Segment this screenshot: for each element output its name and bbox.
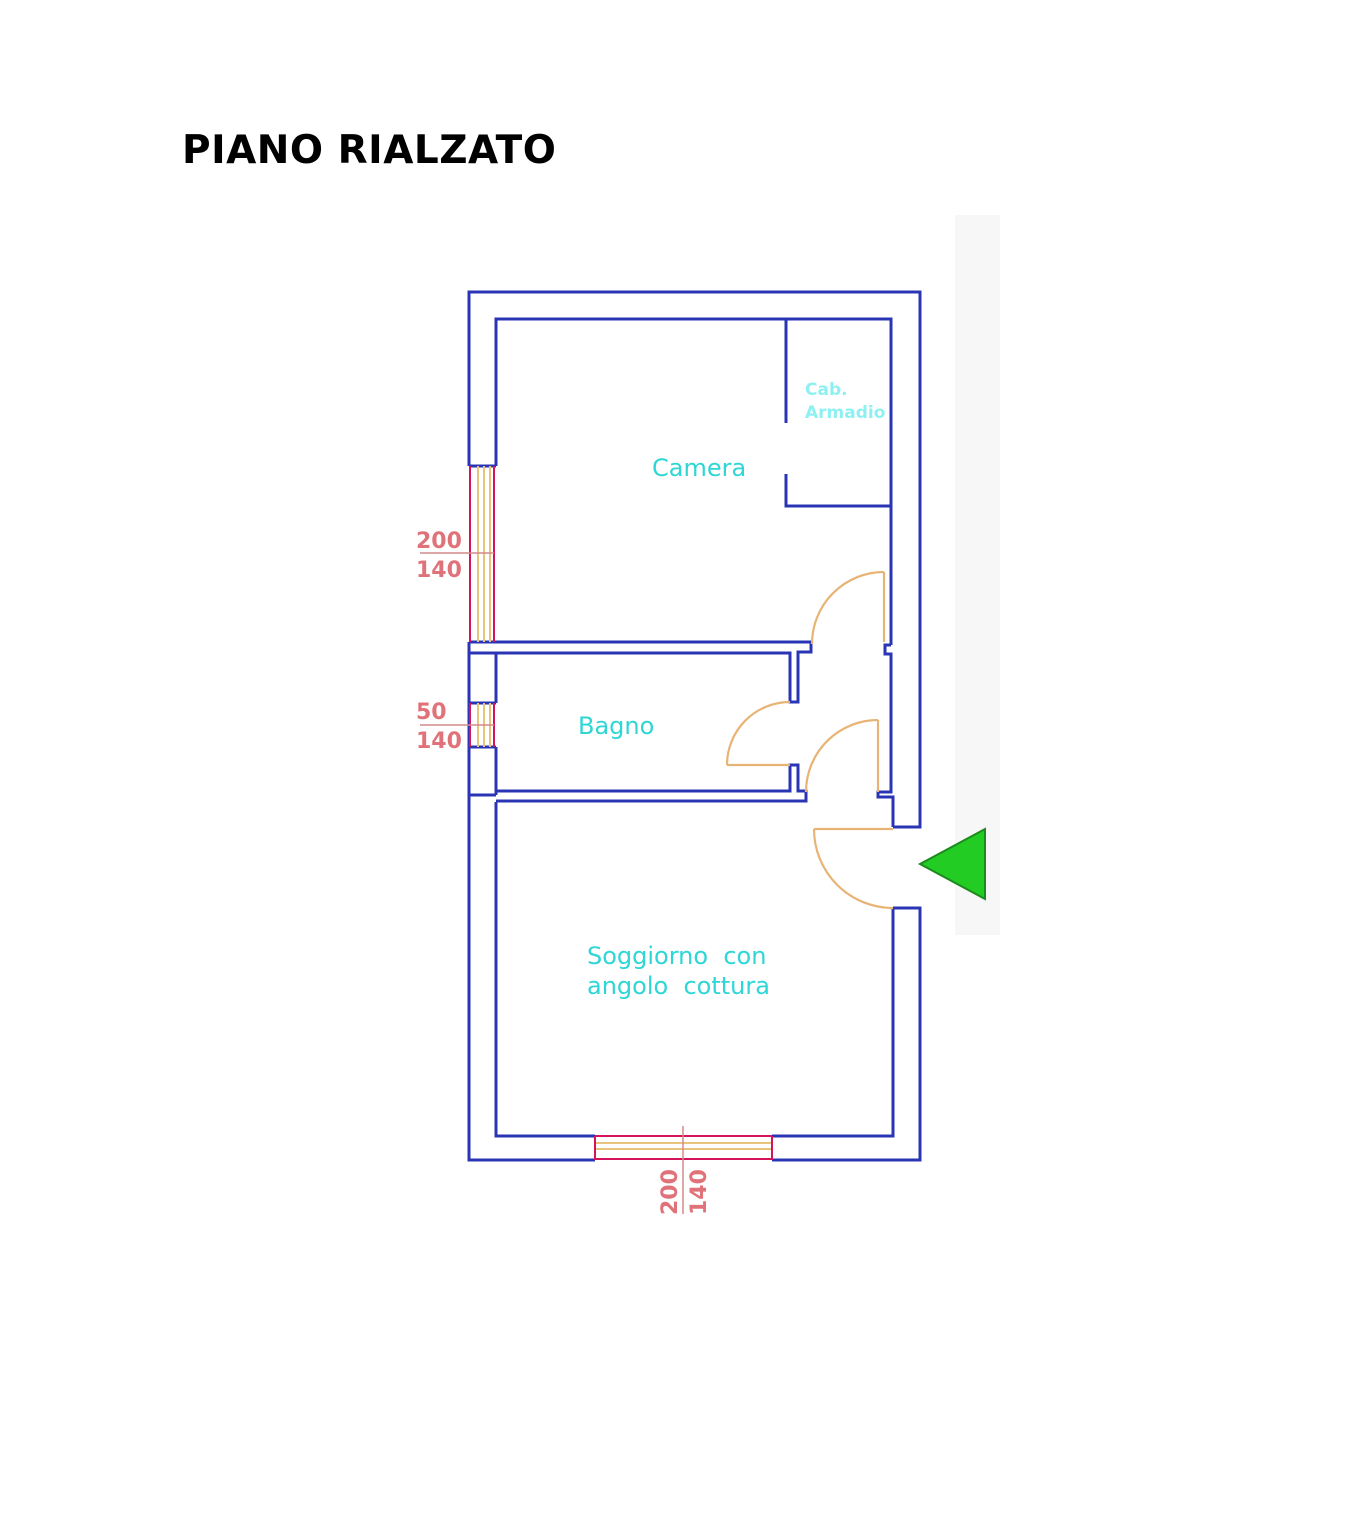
entrance-arrow-icon bbox=[917, 827, 986, 901]
dim-camera-width: 200 bbox=[416, 529, 462, 554]
doors bbox=[725, 570, 894, 910]
door-camera bbox=[810, 570, 886, 645]
dim-bagno-width: 50 bbox=[416, 700, 447, 725]
door-corridor bbox=[804, 718, 880, 793]
outer-walls bbox=[467, 290, 922, 1162]
door-bagno bbox=[725, 700, 791, 767]
dim-camera-height: 140 bbox=[416, 558, 462, 583]
dim-bagno-height: 140 bbox=[416, 729, 462, 754]
room-label-soggiorno-2: angolo cottura bbox=[587, 972, 770, 1000]
door-entrance bbox=[812, 827, 894, 910]
dim-soggiorno-width: 200 bbox=[658, 1169, 683, 1215]
room-label-camera: Camera bbox=[652, 454, 746, 482]
page-title: PIANO RIALZATO bbox=[182, 128, 557, 173]
room-label-cabina-1: Cab. bbox=[805, 380, 848, 400]
room-label-bagno: Bagno bbox=[578, 712, 654, 740]
window-camera bbox=[420, 466, 495, 642]
dim-soggiorno-height: 140 bbox=[687, 1169, 712, 1215]
room-label-cabina-2: Armadio bbox=[805, 403, 885, 423]
window-soggiorno bbox=[594, 1126, 773, 1214]
window-bagno bbox=[420, 703, 495, 747]
room-label-soggiorno-1: Soggiorno con bbox=[587, 942, 766, 970]
background-band bbox=[955, 215, 1000, 935]
